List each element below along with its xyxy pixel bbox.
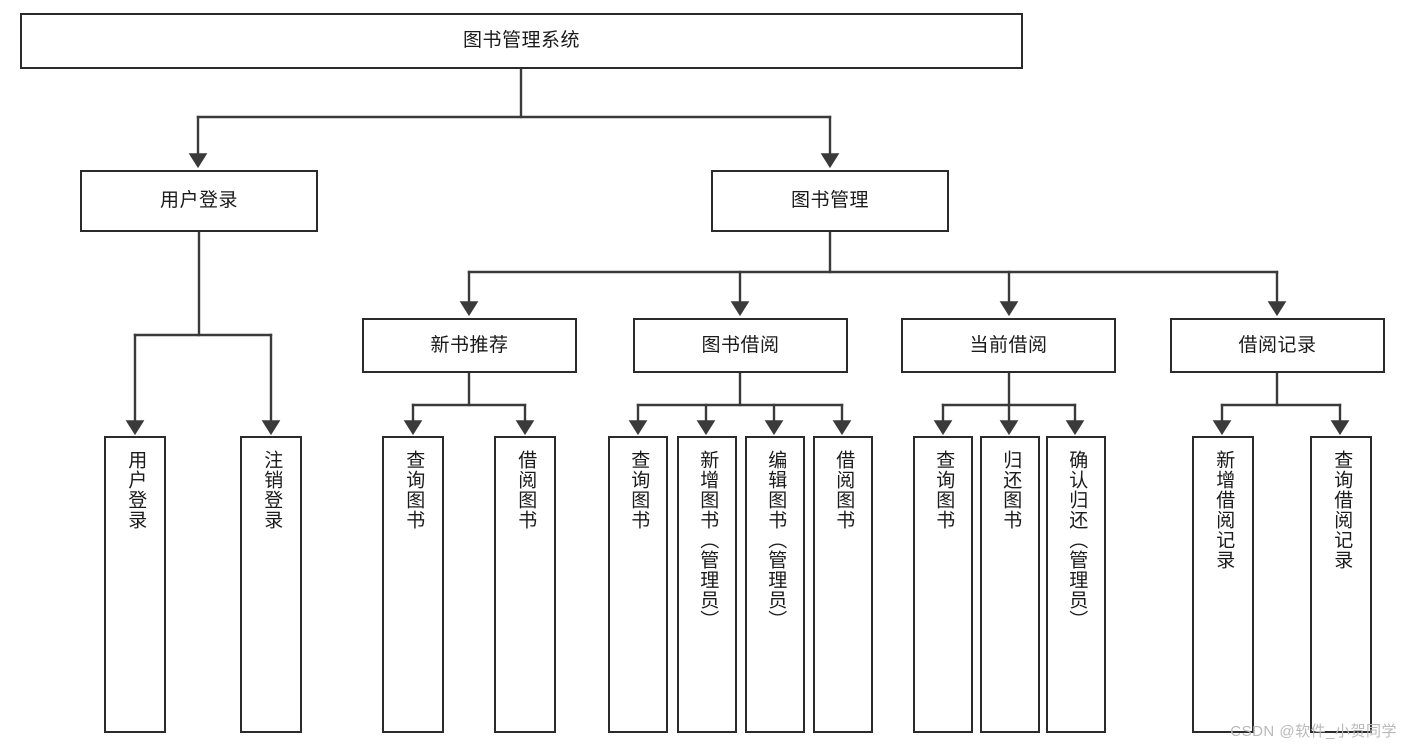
node-leaf-return-book[interactable]: 归还图书: [980, 436, 1040, 733]
node-leaf-borrow-book[interactable]: 借阅图书: [813, 436, 873, 733]
node-leaf-confirm-return-admin[interactable]: 确认归还（管理员）: [1046, 436, 1106, 733]
node-label: 用户登录: [159, 190, 238, 212]
node-book-management[interactable]: 图书管理: [711, 170, 949, 232]
node-root-book-management-system[interactable]: 图书管理系统: [20, 13, 1023, 69]
node-user-login[interactable]: 用户登录: [80, 170, 318, 232]
node-label: 归还图书: [1000, 450, 1022, 530]
node-label: 新增借阅记录: [1213, 450, 1235, 570]
node-book-borrow[interactable]: 图书借阅: [633, 318, 848, 373]
node-label: 图书管理: [790, 190, 869, 212]
node-leaf-add-book-admin[interactable]: 新增图书（管理员）: [677, 436, 737, 733]
node-label: 查询图书: [933, 450, 955, 530]
node-label: 图书管理系统: [462, 30, 580, 52]
node-label: 借阅记录: [1238, 334, 1317, 356]
node-current-borrow[interactable]: 当前借阅: [901, 318, 1116, 373]
node-label: 当前借阅: [969, 334, 1048, 356]
node-leaf-borrow-book-recommend[interactable]: 借阅图书: [494, 436, 556, 733]
csdn-watermark: CSDN @软件_小贺同学: [1230, 723, 1397, 740]
node-leaf-query-borrow-record[interactable]: 查询借阅记录: [1310, 436, 1372, 733]
node-label: 查询借阅记录: [1331, 450, 1353, 570]
node-borrow-record[interactable]: 借阅记录: [1170, 318, 1385, 373]
node-leaf-user-login[interactable]: 用户登录: [104, 436, 166, 733]
node-label: 图书借阅: [701, 334, 780, 356]
node-label: 新书推荐: [430, 334, 509, 356]
node-leaf-logout[interactable]: 注销登录: [240, 436, 302, 733]
node-leaf-add-borrow-record[interactable]: 新增借阅记录: [1192, 436, 1254, 733]
node-label: 借阅图书: [833, 450, 855, 530]
node-label: 借阅图书: [515, 450, 537, 530]
node-label: 注销登录: [261, 450, 283, 530]
node-leaf-query-book-borrow[interactable]: 查询图书: [608, 436, 668, 733]
node-label: 编辑图书（管理员）: [765, 450, 787, 630]
node-label: 确认归还（管理员）: [1066, 450, 1088, 630]
node-label: 查询图书: [628, 450, 650, 530]
node-leaf-query-book-current[interactable]: 查询图书: [913, 436, 973, 733]
node-leaf-edit-book-admin[interactable]: 编辑图书（管理员）: [745, 436, 805, 733]
node-new-book-recommend[interactable]: 新书推荐: [362, 318, 577, 373]
node-label: 查询图书: [403, 450, 425, 530]
node-label: 新增图书（管理员）: [697, 450, 719, 630]
node-leaf-query-book-recommend[interactable]: 查询图书: [382, 436, 444, 733]
node-label: 用户登录: [125, 450, 147, 530]
